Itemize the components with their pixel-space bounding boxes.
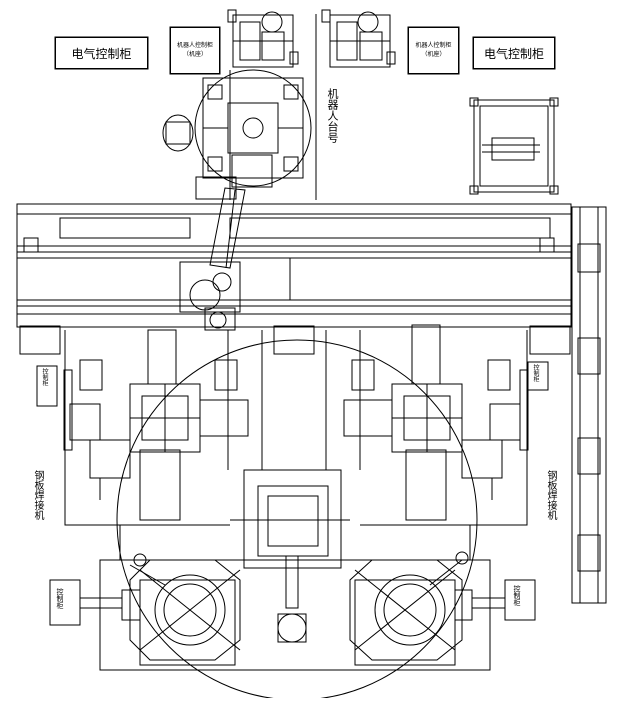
right-machine-label: 钢板焊接机 [545, 470, 556, 520]
bottom-right-box-label: 控制柜 [513, 585, 521, 606]
bottom-enclosure [99, 559, 491, 671]
right-frame [469, 97, 559, 195]
top-motor-right [321, 9, 396, 68]
robot-cabinet-left-label: 机器人控制柜（机座） [170, 27, 220, 74]
right-small-box-label: 控制柜 [532, 364, 539, 382]
cabinet-right-label: 电气控制柜 [473, 37, 555, 69]
upper-turntable [194, 69, 312, 187]
center-robot [230, 469, 350, 643]
bottom-left-box-label: 控制柜 [56, 588, 64, 609]
bottom-left-fixture [121, 553, 241, 666]
gantry-rail [16, 203, 572, 355]
gantry-robot [179, 261, 241, 331]
left-machine-label: 钢板焊接机 [32, 470, 43, 520]
left-small-box-label: 控制柜 [41, 368, 48, 386]
top-motor-left [227, 9, 299, 68]
cabinet-left-label: 电气控制柜 [55, 37, 148, 69]
robot-station-vertical-label: 机器人台号 [326, 88, 339, 143]
work-envelope [116, 339, 478, 701]
bottom-right-fixture [349, 551, 473, 666]
right-welder [343, 324, 529, 526]
robot-cabinet-right-label: 机器人控制柜（机座） [408, 27, 459, 74]
left-welder [63, 329, 249, 526]
conveyor [571, 206, 607, 604]
